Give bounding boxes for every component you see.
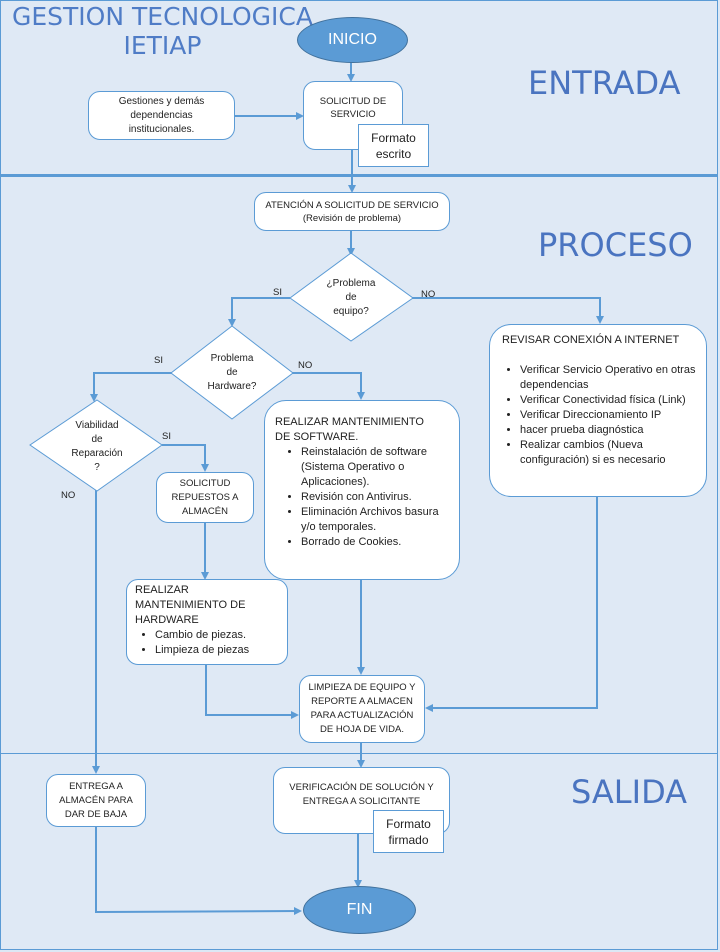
limpieza-line-4: DE HOJA DE VIDA.: [320, 724, 404, 735]
diagram-title: GESTION TECNOLOGICA IETIAP: [12, 2, 313, 60]
limpieza-line-3: PARA ACTUALIZACIÓN: [310, 710, 414, 721]
entrega-line-2: ALMACÉN PARA: [59, 794, 133, 806]
limpieza-line-2: REPORTE A ALMACEN: [311, 696, 413, 707]
software-task-item: Revisión con Antivirus.: [301, 490, 451, 505]
internet-task-list: Verificar Servicio Operativo en otras de…: [502, 363, 698, 468]
edge-viabilidad-si: [162, 444, 209, 472]
lane-label-proceso: PROCESO: [538, 226, 693, 264]
formato-firmado-line-2: firmado: [388, 832, 429, 847]
hardware-task-item: Limpieza de piezas: [155, 643, 281, 658]
formato-firmado-doc: Formato firmado: [373, 810, 444, 853]
solicitud-line-2: SERVICIO: [330, 109, 376, 120]
edge-hardware-no: [292, 372, 365, 400]
entrega-line-3: DAR DE BAJA: [64, 808, 128, 820]
verificacion-line-1: VERIFICACIÓN DE SOLUCIÓN Y: [289, 782, 434, 793]
mantenimiento-hardware-box: REALIZAR MANTENIMIENTO DE HARDWARE Cambi…: [126, 579, 288, 665]
start-label: INICIO: [328, 31, 377, 48]
decision-hardware-line-2: de: [226, 367, 238, 378]
formato-firmado-line-1: Formato: [386, 816, 431, 831]
decision-equipo-line-3: equipo?: [333, 306, 369, 317]
hardware-header-line-3: HARDWARE: [135, 614, 199, 626]
hardware-header-line-2: MANTENIMIENTO DE: [135, 599, 246, 611]
software-header-line-2: DE SOFTWARE.: [275, 431, 359, 443]
atencion-solicitud-box: ATENCIÓN A SOLICITUD DE SERVICIO (Revisi…: [254, 192, 450, 231]
software-task-item: Borrado de Cookies.: [301, 535, 451, 550]
limpieza-line-1: LIMPIEZA DE EQUIPO Y: [308, 682, 416, 693]
edge-hardware-si: [90, 372, 172, 402]
revisar-internet-box: REVISAR CONEXIÓN A INTERNET Verificar Se…: [489, 324, 707, 497]
mantenimiento-software-box: REALIZAR MANTENIMIENTO DE SOFTWARE. Rein…: [264, 400, 460, 580]
repuestos-line-2: REPUESTOS A: [171, 491, 239, 503]
edge-internet-limpieza: [425, 496, 598, 712]
formato-escrito-line-1: Formato: [371, 130, 416, 145]
edge-equipo-no: [412, 297, 604, 324]
software-task-item: Reinstalación de software (Sistema Opera…: [301, 445, 451, 490]
decision-viabilidad-line-1: Viabilidad: [75, 420, 119, 431]
internet-task-item: Realizar cambios (Nueva configuración) s…: [520, 438, 698, 468]
entrega-almacen-box: ENTREGA A ALMACÉN PARA DAR DE BAJA: [46, 774, 146, 827]
software-header-line-1: REALIZAR MANTENIMIENTO: [275, 416, 424, 428]
decision-hardware-line-1: Problema: [210, 353, 254, 364]
solicitud-line-1: SOLICITUD DE: [319, 96, 387, 107]
start-terminal: INICIO: [297, 17, 408, 63]
label-hardware-si: SI: [154, 355, 163, 366]
repuestos-line-3: ALMACÉN: [182, 505, 228, 517]
label-equipo-no: NO: [421, 289, 436, 300]
hardware-task-list: Cambio de piezas. Limpieza de piezas: [135, 628, 281, 658]
entrega-line-1: ENTREGA A: [69, 780, 123, 792]
solicitud-repuestos-box: SOLICITUD REPUESTOS A ALMACÉN: [156, 472, 254, 523]
decision-hardware-line-3: Hardware?: [207, 381, 257, 392]
decision-equipo-text: ¿Problema de equipo?: [311, 277, 391, 319]
formato-escrito-doc: Formato escrito: [358, 124, 429, 167]
label-equipo-si: SI: [273, 287, 282, 298]
internet-task-item: Verificar Servicio Operativo en otras de…: [520, 363, 698, 393]
hardware-task-item: Cambio de piezas.: [155, 628, 281, 643]
limpieza-reporte-box: LIMPIEZA DE EQUIPO Y REPORTE A ALMACEN P…: [299, 675, 425, 743]
title-line-1: GESTION TECNOLOGICA: [12, 2, 313, 31]
gestiones-line-3: institucionales.: [128, 123, 195, 135]
decision-viabilidad-line-2: de: [91, 434, 103, 445]
gestiones-line-2: dependencias: [130, 109, 193, 121]
software-task-item: Eliminación Archivos basura y/o temporal…: [301, 505, 451, 535]
atencion-line-1: ATENCIÓN A SOLICITUD DE SERVICIO: [265, 199, 439, 211]
edge-hardware-limpieza: [205, 664, 299, 719]
gestiones-box: Gestiones y demás dependencias instituci…: [88, 91, 235, 140]
label-viabilidad-no: NO: [61, 490, 76, 501]
decision-problema-hardware: [170, 325, 294, 420]
software-task-list: Reinstalación de software (Sistema Opera…: [275, 445, 451, 550]
internet-task-item: Verificar Conectividad física (Link): [520, 393, 698, 408]
decision-viabilidad: [29, 399, 163, 492]
edge-equipo-si: [228, 297, 290, 327]
gestiones-line-1: Gestiones y demás: [118, 95, 205, 107]
decision-equipo-line-1: ¿Problema: [326, 278, 376, 289]
end-label: FIN: [346, 901, 373, 918]
edge-entrega-fin: [95, 826, 302, 916]
repuestos-line-1: SOLICITUD: [179, 477, 231, 489]
verificacion-line-2: ENTREGA A SOLICITANTE: [302, 796, 421, 807]
decision-hardware-text: Problema de Hardware?: [192, 352, 272, 394]
end-terminal: FIN: [303, 886, 416, 934]
internet-header: REVISAR CONEXIÓN A INTERNET: [502, 334, 680, 346]
lane-label-salida: SALIDA: [571, 773, 688, 811]
label-hardware-no: NO: [298, 360, 313, 371]
internet-task-item: hacer prueba diagnóstica: [520, 423, 698, 438]
label-viabilidad-si: SI: [162, 431, 171, 442]
decision-equipo-line-2: de: [345, 292, 357, 303]
internet-task-item: Verificar Direccionamiento IP: [520, 408, 698, 423]
lane-label-entrada: ENTRADA: [528, 64, 681, 102]
hardware-header-line-1: REALIZAR: [135, 584, 189, 596]
title-line-2: IETIAP: [123, 31, 202, 60]
atencion-line-2: (Revisión de problema): [302, 212, 402, 224]
decision-problema-equipo: [289, 252, 414, 342]
decision-viabilidad-line-3: Reparación: [71, 448, 123, 459]
decision-viabilidad-line-4: ?: [94, 462, 100, 473]
formato-escrito-line-2: escrito: [375, 146, 412, 161]
decision-viabilidad-text: Viabilidad de Reparación ?: [57, 419, 137, 475]
